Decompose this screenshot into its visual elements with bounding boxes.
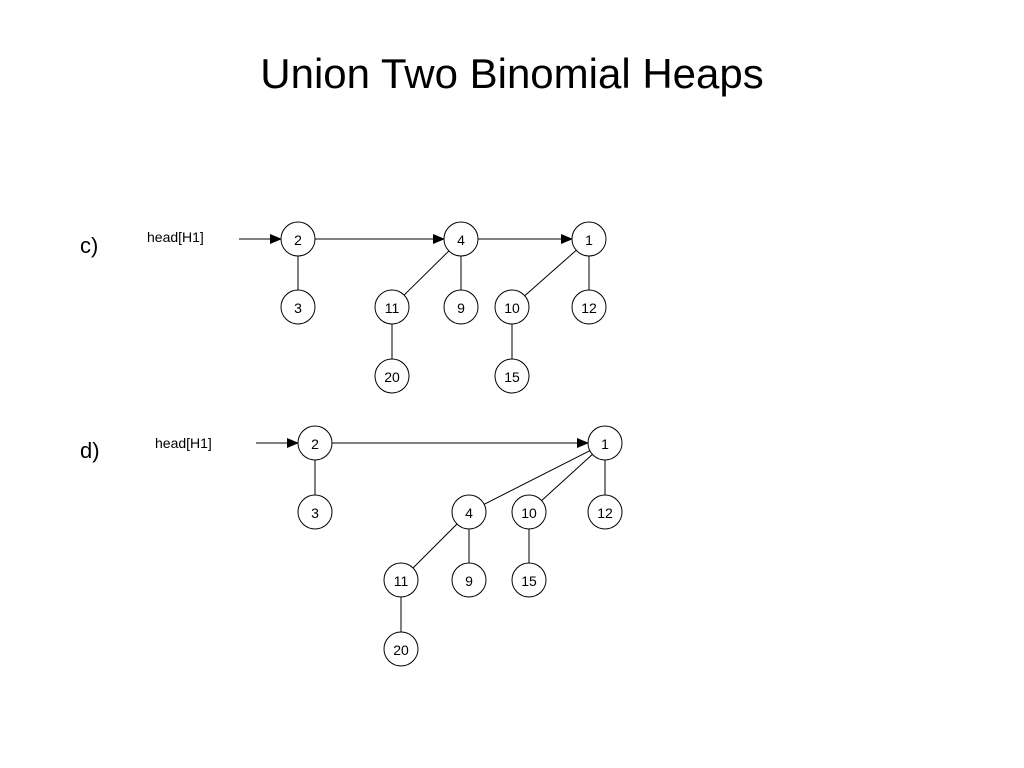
heap-node: 20 (374, 358, 410, 394)
node-circle (280, 289, 316, 325)
node-circle (297, 425, 333, 461)
node-circle (511, 562, 547, 598)
node-key: 3 (311, 505, 319, 521)
heap-node: 10 (494, 289, 530, 325)
node-key: 4 (457, 232, 465, 248)
heap-node: 11 (383, 562, 419, 598)
node-circle (383, 562, 419, 598)
node-key: 12 (597, 505, 613, 521)
part-d: d) head[H1] 2 3 1 4 10 12 11 9 15 20 (80, 425, 623, 667)
node-circle (571, 221, 607, 257)
heap-node: 11 (374, 289, 410, 325)
heap-node: 15 (511, 562, 547, 598)
node-circle (443, 221, 479, 257)
heap-node: 1 (571, 221, 607, 257)
heap-node: 1 (587, 425, 623, 461)
node-key: 20 (393, 642, 409, 658)
heap-node: 3 (297, 494, 333, 530)
node-key: 3 (294, 300, 302, 316)
node-key: 4 (465, 505, 473, 521)
node-circle (374, 358, 410, 394)
node-key: 2 (311, 436, 319, 452)
node-key: 2 (294, 232, 302, 248)
heap-node: 2 (297, 425, 333, 461)
heap-node: 3 (280, 289, 316, 325)
node-key: 10 (504, 300, 520, 316)
heap-node: 12 (571, 289, 607, 325)
node-key: 1 (585, 232, 593, 248)
node-key: 10 (521, 505, 537, 521)
node-circle (451, 562, 487, 598)
node-key: 15 (521, 573, 537, 589)
node-circle (494, 358, 530, 394)
heap-node: 10 (511, 494, 547, 530)
part-c: c) head[H1] 2 3 4 11 9 20 1 10 12 15 (80, 221, 607, 394)
tree-edge (403, 250, 450, 296)
slide-title: Union Two Binomial Heaps (260, 50, 764, 97)
heap-node: 20 (383, 631, 419, 667)
node-key: 15 (504, 369, 520, 385)
tree-edge (541, 454, 593, 501)
node-key: 20 (384, 369, 400, 385)
node-circle (383, 631, 419, 667)
heap-node: 15 (494, 358, 530, 394)
node-circle (374, 289, 410, 325)
node-key: 9 (457, 300, 465, 316)
node-key: 1 (601, 436, 609, 452)
tree-edge (412, 523, 458, 569)
heap-node: 4 (443, 221, 479, 257)
node-circle (297, 494, 333, 530)
heap-node: 4 (451, 494, 487, 530)
heap-node: 9 (443, 289, 479, 325)
tree-edge (483, 450, 591, 505)
tree-edge (524, 249, 577, 297)
node-circle (587, 425, 623, 461)
head-pointer-label: head[H1] (147, 229, 204, 245)
node-key: 11 (385, 300, 400, 316)
node-key: 11 (394, 573, 409, 589)
node-circle (494, 289, 530, 325)
head-pointer-label: head[H1] (155, 435, 212, 451)
node-circle (511, 494, 547, 530)
node-key: 12 (581, 300, 597, 316)
node-circle (587, 494, 623, 530)
heap-node: 12 (587, 494, 623, 530)
heap-node: 2 (280, 221, 316, 257)
part-label: d) (80, 438, 100, 463)
node-circle (451, 494, 487, 530)
heap-node: 9 (451, 562, 487, 598)
node-circle (280, 221, 316, 257)
node-circle (571, 289, 607, 325)
part-label: c) (80, 233, 98, 258)
node-circle (443, 289, 479, 325)
node-key: 9 (465, 573, 473, 589)
